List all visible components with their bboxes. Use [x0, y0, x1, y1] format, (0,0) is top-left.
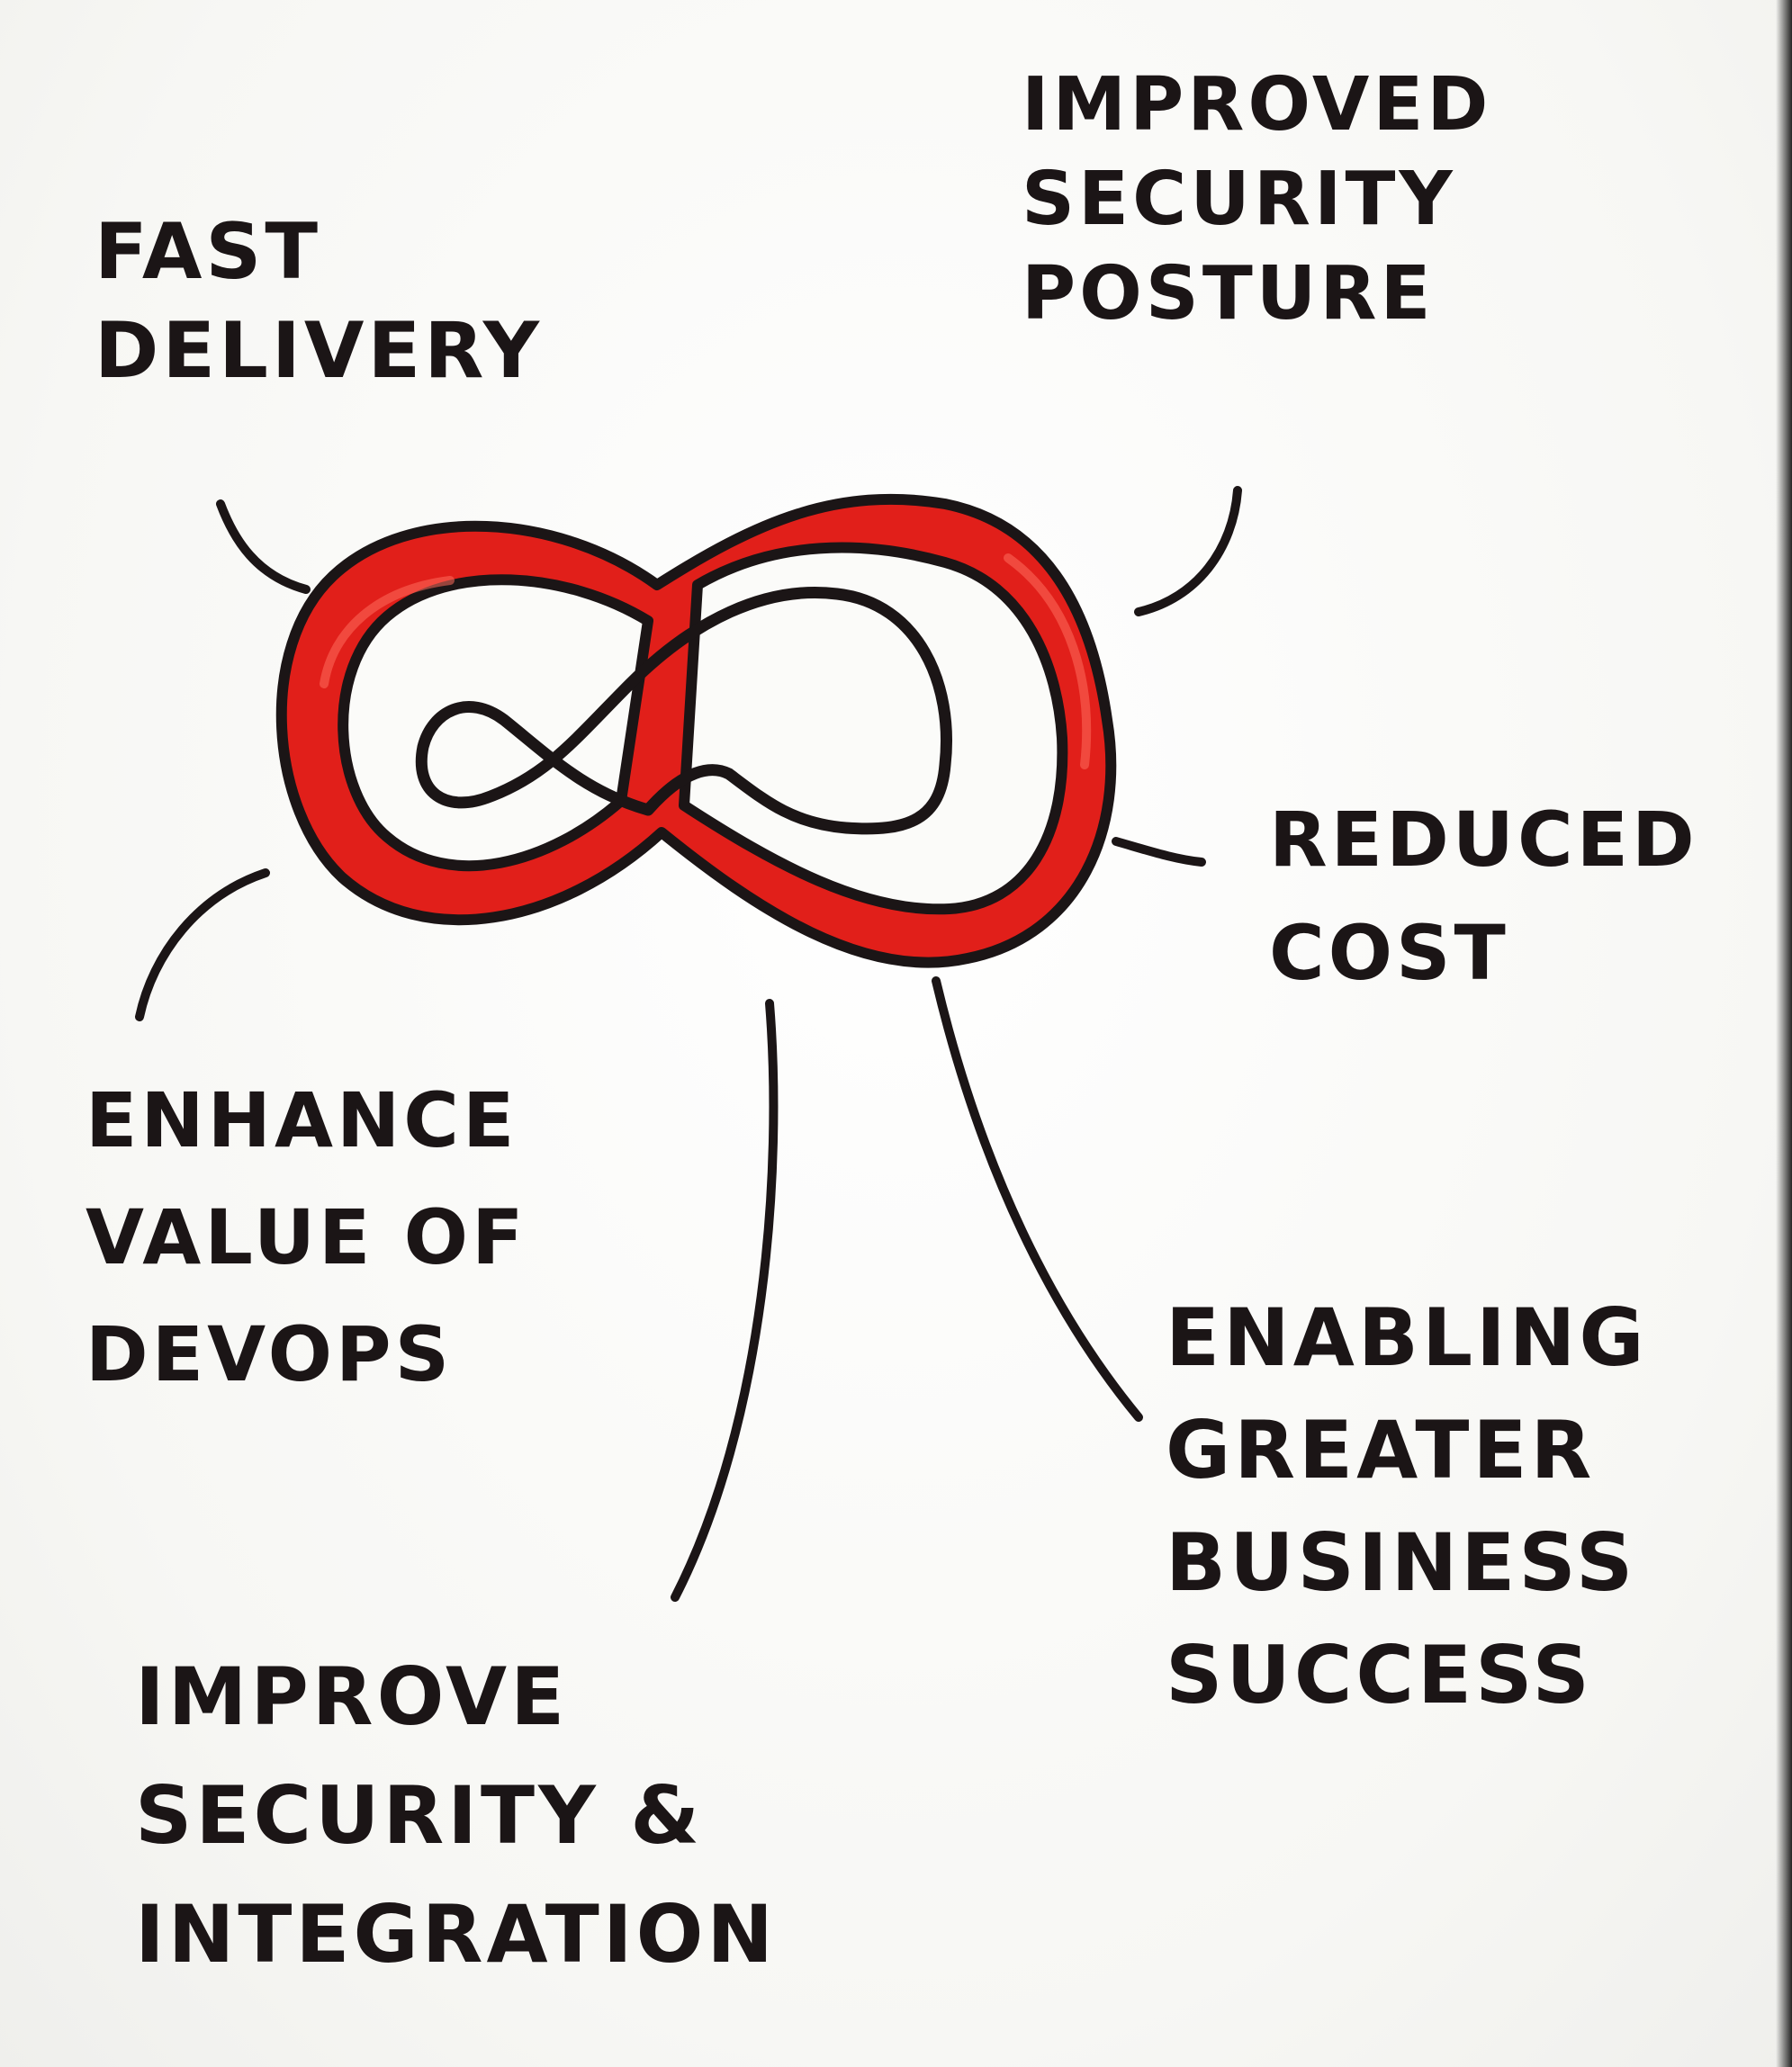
label-business-success: ENABLING GREATER BUSINESS SUCCESS — [1166, 1282, 1648, 1732]
label-line: SECURITY — [1022, 156, 1456, 242]
label-line: SECURITY & — [135, 1769, 704, 1862]
connector-reduced-cost — [1112, 837, 1206, 867]
label-line: IMPROVE — [135, 1650, 569, 1743]
label-line: FAST — [95, 207, 322, 297]
label-line: GREATER — [1166, 1403, 1596, 1496]
label-line: REDUCED — [1269, 795, 1698, 884]
label-line: COST — [1269, 909, 1509, 997]
connector-business-success — [932, 976, 1143, 1422]
connector-security-integration — [671, 999, 779, 1602]
label-line: ENHANCE — [86, 1076, 518, 1164]
label-enhance-devops: ENHANCE VALUE OF DEVOPS — [86, 1062, 527, 1414]
label-line: VALUE OF — [86, 1193, 527, 1282]
label-line: DELIVERY — [95, 306, 544, 397]
label-line: INTEGRATION — [135, 1888, 778, 1981]
label-line: SUCCESS — [1166, 1628, 1593, 1721]
infinity-right-hole — [679, 542, 1068, 915]
label-security-posture: IMPROVED SECURITY POSTURE — [1022, 58, 1491, 342]
label-line: DEVOPS — [86, 1310, 454, 1399]
label-line: ENABLING — [1166, 1291, 1648, 1384]
infinity-highlight — [320, 553, 1092, 769]
page-edge-shadow — [1776, 0, 1792, 2067]
connector-enhance-devops — [135, 868, 270, 1021]
label-reduced-cost: REDUCED COST — [1269, 783, 1698, 1010]
label-fast-delivery: FAST DELIVERY — [95, 202, 543, 400]
label-line: POSTURE — [1022, 250, 1435, 337]
label-line: BUSINESS — [1166, 1515, 1637, 1609]
infinity-loop-icon — [275, 493, 1117, 968]
connector-security-posture — [1134, 486, 1242, 616]
infinity-left-hole — [338, 574, 653, 872]
infinity-inner-line — [415, 587, 952, 835]
connector-fast-delivery — [216, 499, 311, 594]
label-security-integration: IMPROVE SECURITY & INTEGRATION — [135, 1638, 777, 1994]
label-line: IMPROVED — [1022, 62, 1492, 148]
